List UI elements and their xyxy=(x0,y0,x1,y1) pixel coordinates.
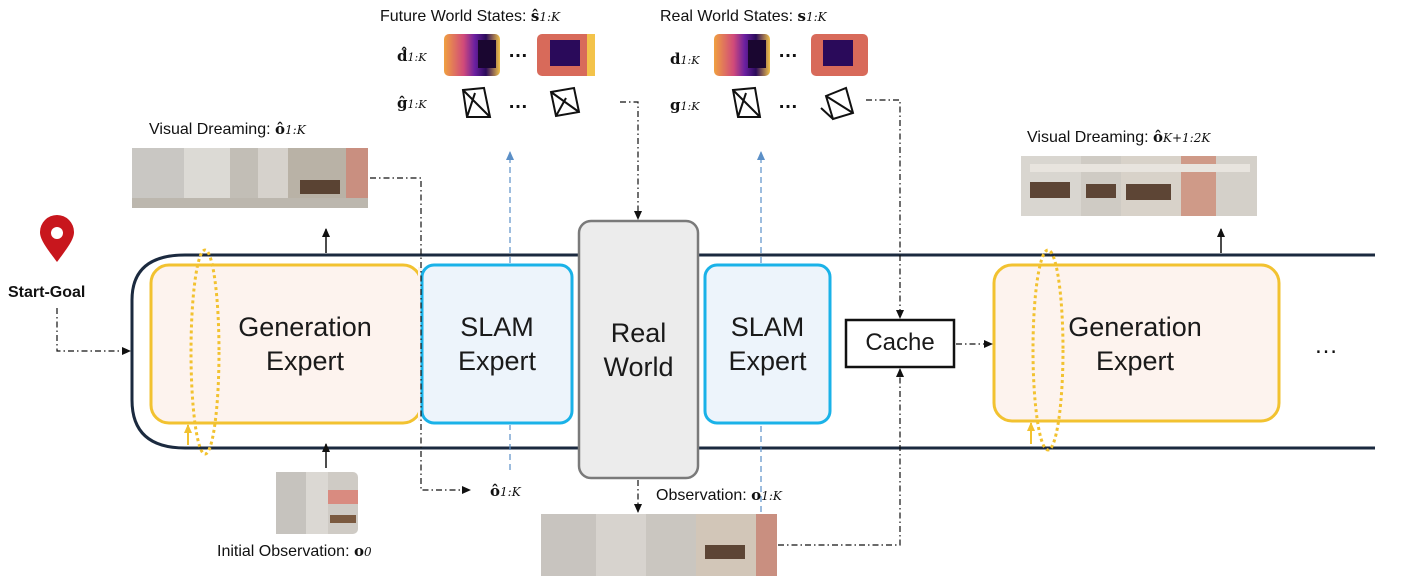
g-label: g1:K xyxy=(670,96,700,114)
visual-dreaming-2-label: Visual Dreaming: ôK+1:2K xyxy=(1027,128,1211,146)
initial-observation-image xyxy=(276,472,358,534)
observation-strip xyxy=(541,514,777,576)
slam-expert-2-box xyxy=(703,263,832,425)
ellipsis-depth-hat: … xyxy=(508,40,528,62)
depth-map-first xyxy=(714,34,770,76)
real-states-title: Real World States: s1:K xyxy=(660,7,827,25)
observation-label: Observation: o1:K xyxy=(656,486,782,504)
future-states-title: Future World States: ŝ1:K xyxy=(380,7,560,25)
pose-frustum-icon xyxy=(461,86,855,121)
trailing-ellipsis: … xyxy=(1314,332,1338,359)
g-hat-label: ĝ1:K xyxy=(397,94,427,112)
start-goal-label: Start-Goal xyxy=(8,284,86,301)
real-world-box xyxy=(577,219,700,480)
ellipsis-depth: … xyxy=(778,40,798,62)
visual-dreaming-2-strip xyxy=(1021,156,1257,216)
pipeline-rail xyxy=(130,253,1375,450)
location-pin-icon xyxy=(40,214,74,262)
cache-box xyxy=(844,318,956,369)
visual-dreaming-1-label: Visual Dreaming: ô1:K xyxy=(149,120,306,138)
obs-hat-label: ô1:K xyxy=(490,482,521,500)
d-label: d1:K xyxy=(670,50,700,68)
generation-expert-2-box xyxy=(992,263,1281,423)
start-goal-arrow xyxy=(56,308,131,355)
ellipsis-pose: … xyxy=(778,91,798,113)
initial-observation-label: Initial Observation: o0 xyxy=(217,542,372,560)
depth-map-hat-last xyxy=(537,34,595,76)
d-hat-label: d̂1:K xyxy=(397,47,427,65)
depth-map-hat-first xyxy=(444,34,500,76)
slam-expert-1-box xyxy=(420,263,574,425)
depth-map-last xyxy=(811,34,868,76)
visual-dreaming-1-strip xyxy=(132,148,368,208)
cache-label: Cache xyxy=(865,329,935,356)
loop-ellipse-2 xyxy=(1031,248,1065,452)
loop-ellipse-1 xyxy=(189,248,221,456)
ellipsis-pose-hat: … xyxy=(508,91,528,113)
